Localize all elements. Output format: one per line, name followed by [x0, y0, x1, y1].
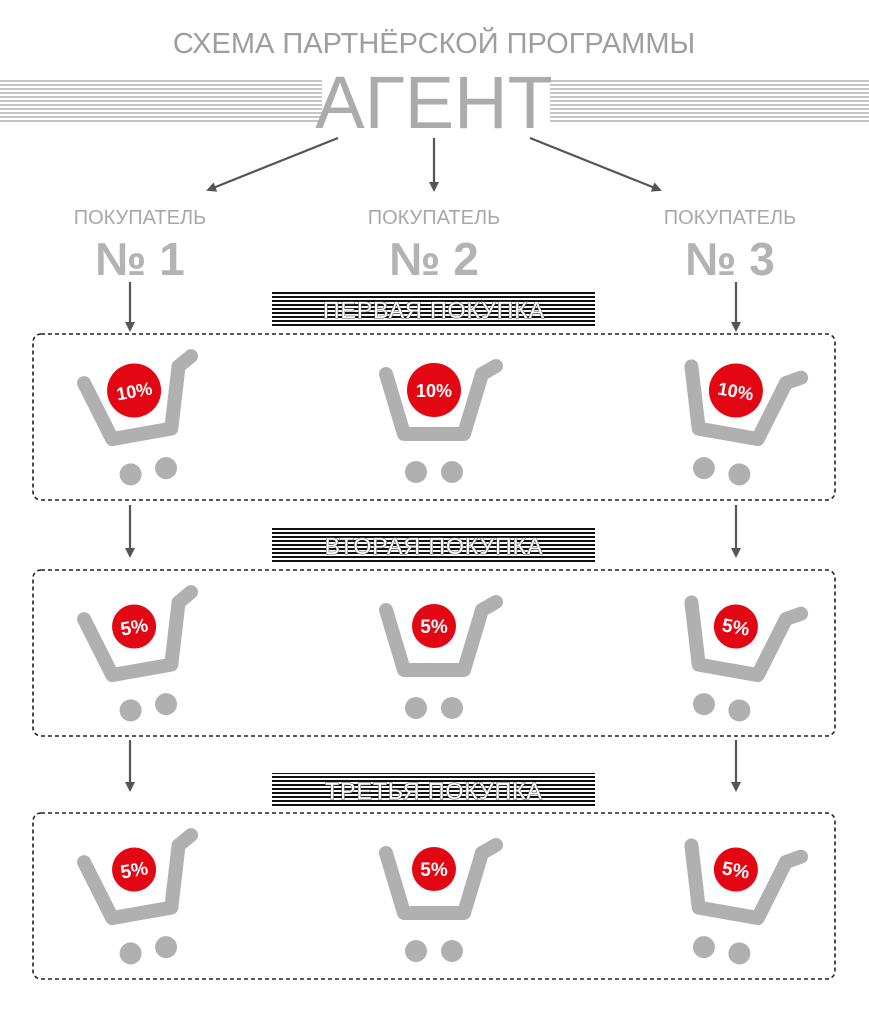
percent-value: 5%: [119, 858, 150, 883]
buyer-3: ПОКУПАТЕЛЬ № 3: [664, 207, 796, 285]
percent-value: 5%: [420, 617, 448, 638]
percent-badge: 5%: [713, 847, 758, 892]
buyer-2-label: ПОКУПАТЕЛЬ: [368, 207, 500, 229]
buyer-3-number: № 3: [685, 233, 775, 285]
buyer-1-label: ПОКУПАТЕЛЬ: [74, 207, 206, 229]
stage-label: ПЕРВАЯ ПОКУПКА: [323, 297, 545, 323]
percent-badge: 5%: [412, 604, 456, 648]
shopping-cart-icon: [684, 359, 809, 486]
cart-buyer-1: 5%: [77, 585, 198, 722]
shopping-cart-icon: [379, 359, 503, 483]
stage-second-purchase: ВТОРАЯ ПОКУПКА 5% 5% 5%: [32, 505, 836, 737]
cart-buyer-2: 5%: [379, 595, 503, 719]
arrow-agent-buyer1: [206, 136, 339, 192]
shopping-cart-icon: [379, 838, 503, 962]
stage-label-band: [272, 773, 595, 807]
buyer-1: ПОКУПАТЕЛЬ № 1: [74, 207, 206, 285]
shopping-cart-icon: [77, 585, 198, 722]
percent-badge: 10%: [107, 363, 162, 418]
percent-value: 5%: [720, 615, 751, 640]
agent-stripes-right: [550, 78, 869, 124]
cart-buyer-2: 10%: [379, 359, 503, 483]
cart-buyer-3: 5%: [684, 838, 809, 965]
cart-buyer-2: 5%: [379, 838, 503, 962]
stage-label: ТРЕТЬЯ ПОКУПКА: [325, 778, 543, 804]
percent-value: 5%: [720, 858, 751, 883]
diagram-title: СХЕМА ПАРТНЁРСКОЙ ПРОГРАММЫ: [173, 26, 695, 60]
shopping-cart-icon: [77, 349, 198, 486]
stage-box: [32, 569, 836, 737]
percent-value: 5%: [420, 860, 448, 881]
buyer-2: ПОКУПАТЕЛЬ № 2: [368, 207, 500, 285]
stage-first-purchase: ПЕРВАЯ ПОКУПКА 10% 10% 10%: [32, 282, 836, 501]
cart-buyer-3: 10%: [684, 359, 809, 486]
shopping-cart-icon: [379, 595, 503, 719]
stage-box: [32, 812, 836, 980]
stage-label: ВТОРАЯ ПОКУПКА: [325, 533, 544, 559]
agent-stripes-left: [0, 78, 322, 124]
percent-badge: 5%: [112, 847, 157, 892]
percent-value: 5%: [119, 615, 150, 640]
cart-buyer-1: 5%: [77, 828, 198, 965]
percent-badge: 5%: [713, 604, 758, 649]
stage-label-band: [272, 292, 595, 326]
stage-third-purchase: ТРЕТЬЯ ПОКУПКА 5% 5% 5%: [32, 740, 836, 980]
buyer-2-number: № 2: [389, 233, 479, 285]
percent-badge: 10%: [407, 363, 461, 417]
shopping-cart-icon: [684, 595, 809, 722]
percent-badge: 5%: [412, 847, 456, 891]
percent-value: 10%: [416, 381, 452, 401]
shopping-cart-icon: [77, 828, 198, 965]
shopping-cart-icon: [684, 838, 809, 965]
arrow-agent-buyer3: [529, 136, 662, 192]
percent-badge: 5%: [112, 604, 157, 649]
cart-buyer-1: 10%: [77, 349, 198, 486]
stage-label-band: [272, 528, 595, 562]
percent-badge: 10%: [708, 363, 763, 418]
agent-label: АГЕНТ: [315, 61, 552, 144]
buyer-1-number: № 1: [95, 233, 185, 285]
stage-box: [32, 333, 836, 501]
buyer-3-label: ПОКУПАТЕЛЬ: [664, 207, 796, 229]
cart-buyer-3: 5%: [684, 595, 809, 722]
